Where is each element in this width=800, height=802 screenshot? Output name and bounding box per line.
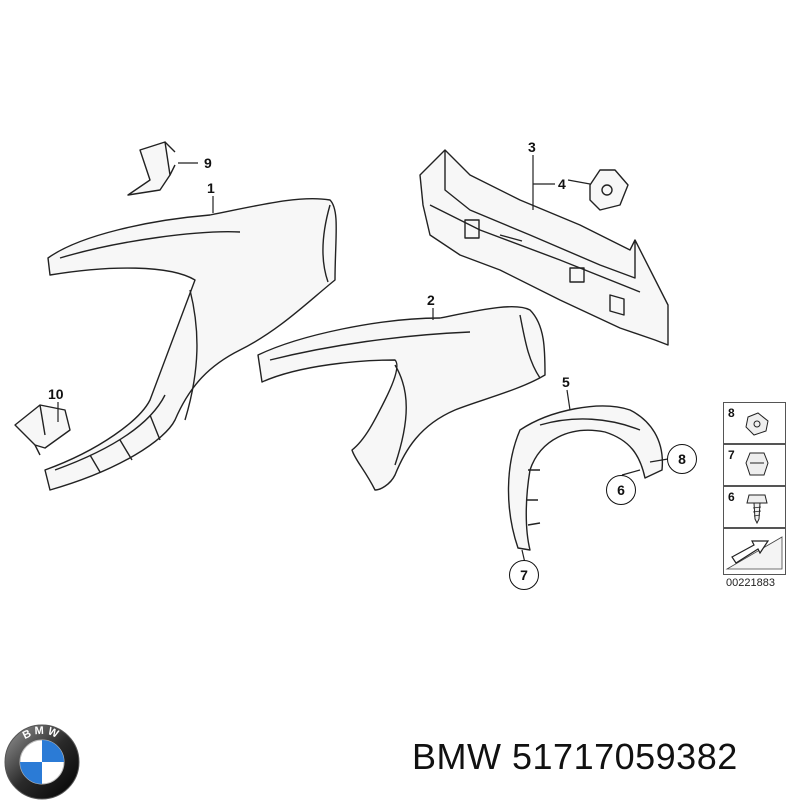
logo-text: BMW [21,725,60,742]
callout-4: 4 [558,176,566,192]
rear-panel-part-3 [419,149,669,346]
callout-6: 6 [606,475,636,505]
side-panel-part-2 [257,305,546,491]
clip-nut-icon [745,412,769,436]
svg-text:BMW: BMW [21,725,63,742]
bmw-logo-icon: BMW [4,724,80,800]
callout-9: 9 [204,155,212,171]
callout-2: 2 [427,292,435,308]
callout-7: 7 [509,560,539,590]
wheel-liner-part-5 [507,405,664,551]
legend-num-6: 6 [728,490,735,504]
expanding-nut-icon [745,452,769,476]
clip-part-4 [589,169,629,211]
legend-item-8: 8 [723,402,786,444]
forward-arrow-icon [725,536,783,570]
callout-8: 8 [667,444,697,474]
callout-3: 3 [528,139,536,155]
side-panel-part-1 [44,197,337,491]
brand-name: BMW [412,736,502,777]
legend-num-7: 7 [728,448,735,462]
legend-item-6: 6 [723,486,786,528]
legend-item-7: 7 [723,444,786,486]
legend-num-8: 8 [728,406,735,420]
plate-part-10 [14,404,71,449]
direction-indicator [723,528,786,575]
callout-1: 1 [207,180,215,196]
screw-icon [746,494,768,525]
diagram-id: 00221883 [726,577,775,589]
callout-10: 10 [48,386,64,402]
brand-part-number: BMW 51717059382 [412,736,738,778]
bracket-part-9 [127,141,171,196]
callout-5: 5 [562,374,570,390]
part-number: 51717059382 [512,736,738,777]
fastener-legend: 8 7 6 [723,402,786,575]
